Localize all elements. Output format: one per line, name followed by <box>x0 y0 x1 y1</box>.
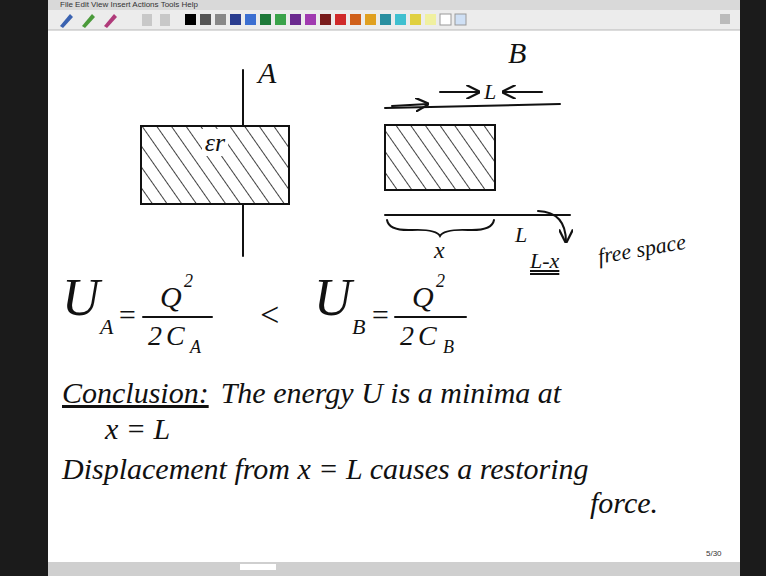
subscript: A <box>190 338 201 356</box>
status-bar <box>48 562 740 576</box>
capacitance-symbol: C <box>418 322 437 350</box>
toolbar <box>48 10 740 30</box>
charge-symbol: Q <box>412 282 434 312</box>
subscript: B <box>443 338 454 356</box>
subscript: A <box>100 316 113 338</box>
length-label: L <box>515 224 527 246</box>
capacitor-b <box>385 92 570 242</box>
fraction-bar <box>143 316 466 318</box>
capacitance-symbol: C <box>166 322 185 350</box>
toolbar-icons <box>60 14 730 28</box>
heading-note: Conclusion: <box>62 378 209 408</box>
material-label: εr <box>202 129 228 156</box>
subscript: B <box>352 316 365 338</box>
equals-sign: = <box>117 300 137 330</box>
menu-bar <box>48 0 740 10</box>
note-text: Displacement from x = L causes a restori… <box>62 454 589 484</box>
coefficient: 2 <box>148 322 162 350</box>
toolbar-border <box>48 30 740 31</box>
page-number: 5/30 <box>706 550 722 558</box>
page <box>48 0 740 562</box>
length-label: x <box>434 238 445 262</box>
capacitor-name: B <box>508 38 526 68</box>
region-label: free space <box>596 231 687 268</box>
note-text: x = L <box>105 414 170 444</box>
length-label: L-x <box>530 250 559 272</box>
note-text: force. <box>590 488 658 518</box>
scroll-thumb <box>240 564 276 570</box>
comparison-sign: < <box>258 298 281 332</box>
superscript: 2 <box>184 272 193 290</box>
coefficient: 2 <box>400 322 414 350</box>
equals-sign: = <box>370 300 390 330</box>
capacitor-name: A <box>258 58 276 88</box>
energy-symbol: U <box>314 272 352 324</box>
charge-symbol: Q <box>160 282 182 312</box>
energy-symbol: U <box>62 272 100 324</box>
superscript: 2 <box>436 272 445 290</box>
note-text: The energy U is a minima at <box>221 378 562 408</box>
menu-text: File Edit View Insert Actions Tools Help <box>60 1 198 9</box>
dielectric-slab: εr <box>140 125 290 205</box>
length-label: L <box>484 81 496 103</box>
